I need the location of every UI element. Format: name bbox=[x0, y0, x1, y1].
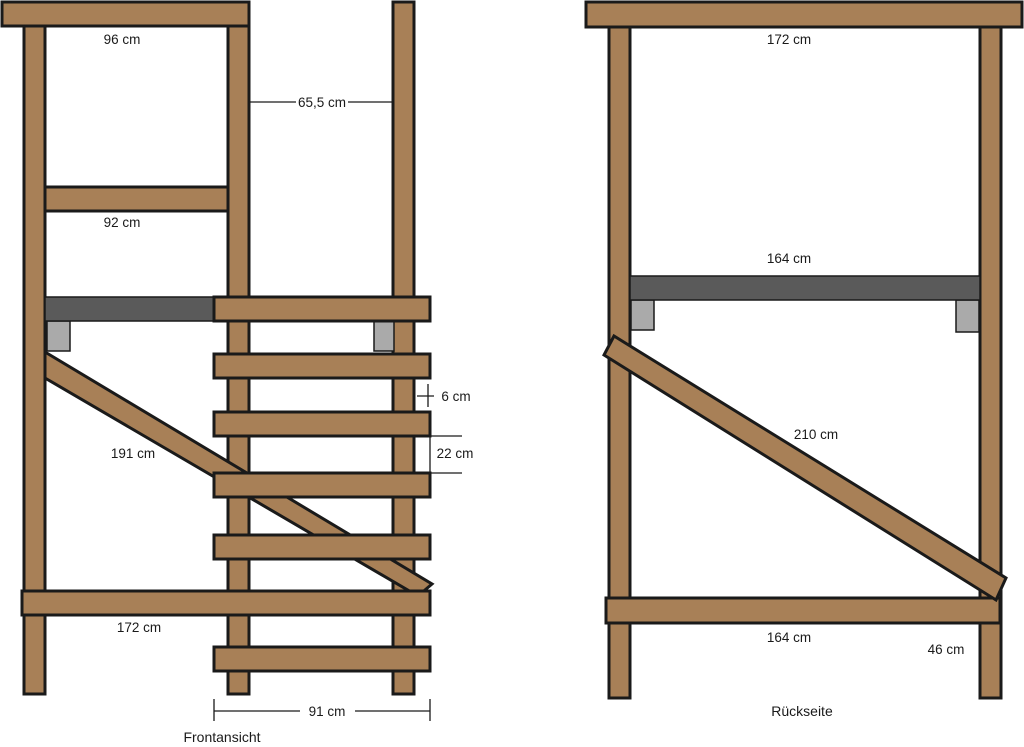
front-bottom-beam-label: 172 cm bbox=[117, 620, 161, 635]
back-brace-label: 210 cm bbox=[794, 427, 838, 442]
back-bottom-beam bbox=[604, 596, 1002, 625]
ladder-step bbox=[212, 645, 432, 673]
front-gap-label: 65,5 cm bbox=[298, 95, 346, 110]
front-bottom-beam bbox=[20, 589, 432, 617]
back-top-beam-label: 172 cm bbox=[767, 32, 811, 47]
step-spacing-label: 22 cm bbox=[437, 446, 474, 461]
ladder-step bbox=[212, 533, 432, 561]
ladder-width-label: 91 cm bbox=[309, 704, 346, 719]
back-support-block-right bbox=[955, 299, 980, 333]
ladder-step bbox=[212, 471, 432, 499]
front-view-caption: Frontansicht bbox=[183, 729, 260, 745]
step-thickness-label: 6 cm bbox=[441, 389, 470, 404]
back-post-height-label: 46 cm bbox=[928, 642, 965, 657]
front-top-beam bbox=[0, 0, 251, 28]
front-mid-rail bbox=[43, 185, 230, 213]
front-mid-rail-label: 92 cm bbox=[104, 215, 141, 230]
back-view: 172 cm 164 cm 210 cm 164 cm 46 cm Rückse… bbox=[584, 0, 1024, 719]
back-platform-beam-label: 164 cm bbox=[767, 251, 811, 266]
ladder-step bbox=[212, 352, 432, 380]
front-platform-beam bbox=[44, 296, 216, 322]
back-platform-beam bbox=[629, 275, 981, 301]
front-support-block-left bbox=[46, 320, 71, 352]
back-bottom-beam-label: 164 cm bbox=[767, 630, 811, 645]
front-brace-label: 191 cm bbox=[111, 446, 155, 461]
front-view: 96 cm 65,5 cm 92 cm 191 cm 6 cm 22 cm 17… bbox=[0, 0, 474, 745]
front-platform-step bbox=[212, 295, 432, 323]
back-view-caption: Rückseite bbox=[771, 703, 833, 719]
back-top-beam bbox=[584, 0, 1024, 29]
front-support-block-right bbox=[373, 320, 395, 352]
ladder-step bbox=[212, 410, 432, 438]
back-support-block-left bbox=[630, 299, 655, 331]
back-diagonal-brace bbox=[602, 333, 1008, 603]
front-top-beam-label: 96 cm bbox=[104, 32, 141, 47]
